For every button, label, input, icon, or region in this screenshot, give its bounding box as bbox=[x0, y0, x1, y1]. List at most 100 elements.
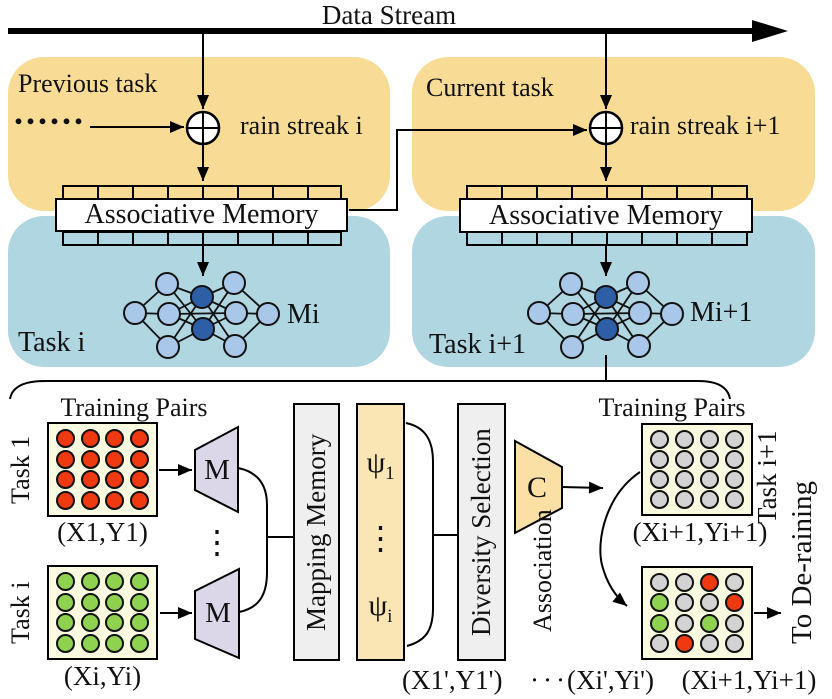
red-dot bbox=[105, 470, 125, 490]
taski-grid-label: Task i bbox=[6, 581, 35, 645]
associative-memory-right-label: Associative Memory bbox=[488, 199, 724, 231]
pair-x1y1-label: (X1,Y1) bbox=[57, 517, 148, 547]
red-dot bbox=[130, 491, 150, 511]
red-dot bbox=[130, 428, 150, 448]
gray-dot bbox=[650, 449, 669, 469]
gray-dot bbox=[700, 429, 719, 449]
psi-1-subscript: 1 bbox=[385, 463, 395, 484]
gray-dot bbox=[650, 470, 669, 490]
red-dot bbox=[105, 449, 125, 469]
mapping-trapezoid-2 bbox=[194, 567, 240, 660]
green-dot bbox=[105, 634, 125, 654]
gray-dot bbox=[725, 572, 744, 592]
model-mi-label: Mi bbox=[287, 299, 320, 330]
rain-streak-i1-label: rain streak i+1 bbox=[630, 111, 781, 140]
taski-training-grid bbox=[47, 565, 158, 660]
red-dot bbox=[130, 449, 150, 469]
red-dot bbox=[80, 449, 100, 469]
red-dot bbox=[675, 634, 694, 654]
gray-dot bbox=[725, 634, 744, 654]
gray-dot bbox=[675, 429, 694, 449]
psi-i-subscript: i bbox=[387, 606, 393, 627]
training-pairs-right-title: Training Pairs bbox=[598, 393, 746, 422]
associated-mixed-grid bbox=[641, 566, 753, 660]
c-label: C bbox=[526, 471, 547, 504]
association-arrow bbox=[599, 471, 641, 607]
plus-circle-left bbox=[185, 110, 221, 146]
compress-trapezoid bbox=[514, 439, 563, 535]
c-to-grid-arrow bbox=[561, 481, 604, 494]
selected-pair-dots: ··· bbox=[530, 665, 569, 695]
green-dot bbox=[80, 634, 100, 654]
psi-bracket bbox=[405, 422, 457, 647]
green-dot bbox=[130, 571, 150, 591]
green-dot bbox=[105, 613, 125, 633]
green-dot bbox=[105, 571, 125, 591]
green-dot bbox=[55, 592, 75, 612]
task-i1-label: Task i+1 bbox=[429, 329, 527, 360]
green-dot bbox=[130, 613, 150, 633]
gray-dot bbox=[675, 593, 694, 613]
psi-dots: ⋮ bbox=[364, 520, 397, 556]
task1-training-grid bbox=[47, 422, 158, 517]
green-dot bbox=[55, 634, 75, 654]
gray-dot bbox=[650, 572, 669, 592]
green-dot bbox=[130, 634, 150, 654]
m2-label: M bbox=[205, 597, 231, 629]
gray-dot bbox=[675, 613, 694, 633]
model-mi1-label: Mi+1 bbox=[690, 297, 753, 328]
green-dot bbox=[55, 571, 75, 591]
pair-xiyi-label: (Xi,Yi) bbox=[63, 661, 142, 691]
gray-dot bbox=[725, 490, 744, 510]
green-dot bbox=[700, 613, 719, 633]
psi-1-symbol: ψ bbox=[366, 446, 386, 479]
gray-dot bbox=[675, 490, 694, 510]
psi-1-label: ψ1 bbox=[356, 447, 405, 484]
mapping-trapezoid-1 bbox=[194, 425, 239, 514]
memory-cells-bottom-left bbox=[62, 231, 342, 246]
red-dot bbox=[105, 428, 125, 448]
red-dot bbox=[80, 491, 100, 511]
red-dot bbox=[105, 491, 125, 511]
gray-dot bbox=[725, 470, 744, 490]
gray-dot bbox=[650, 634, 669, 654]
association-label: Association bbox=[528, 509, 557, 633]
bottom-section-border bbox=[9, 380, 731, 400]
m-dots: ⋮ bbox=[201, 524, 233, 560]
task1-grid-label: Task 1 bbox=[6, 435, 35, 505]
green-dot bbox=[105, 592, 125, 612]
gray-dot bbox=[675, 449, 694, 469]
rain-streak-i-label: rain streak i bbox=[240, 111, 363, 140]
green-dot bbox=[650, 613, 669, 633]
psi-i-label: ψi bbox=[356, 590, 405, 627]
green-dot bbox=[55, 613, 75, 633]
gray-dot bbox=[675, 470, 694, 490]
gray-dot bbox=[725, 429, 744, 449]
gray-dot bbox=[700, 470, 719, 490]
pair-xi1yi1-bottom-label: (Xi+1,Yi+1) bbox=[681, 665, 817, 695]
data-stream-arrow bbox=[8, 20, 788, 42]
gray-dot bbox=[700, 490, 719, 510]
gray-dot bbox=[675, 572, 694, 592]
previous-task-label: Previous task bbox=[18, 69, 158, 98]
gray-dot bbox=[700, 593, 719, 613]
taski1-training-grid bbox=[641, 423, 753, 516]
green-dot bbox=[130, 592, 150, 612]
gray-dot bbox=[650, 490, 669, 510]
gray-dot bbox=[700, 634, 719, 654]
task-i-label: Task i bbox=[18, 327, 86, 358]
current-task-label: Current task bbox=[426, 73, 554, 102]
psi-memory-box bbox=[356, 403, 405, 661]
red-dot bbox=[700, 572, 719, 592]
red-dot bbox=[55, 470, 75, 490]
m-merge-curves bbox=[237, 467, 293, 613]
associative-memory-right: Associative Memory bbox=[459, 198, 753, 233]
data-stream-title: Data Stream bbox=[321, 0, 457, 30]
m1-label: M bbox=[204, 454, 230, 486]
mapping-memory-box: Mapping Memory bbox=[293, 403, 340, 661]
green-dot bbox=[80, 571, 100, 591]
red-dot bbox=[725, 593, 744, 613]
red-dot bbox=[55, 449, 75, 469]
memory-to-next-task-connector bbox=[349, 124, 587, 211]
